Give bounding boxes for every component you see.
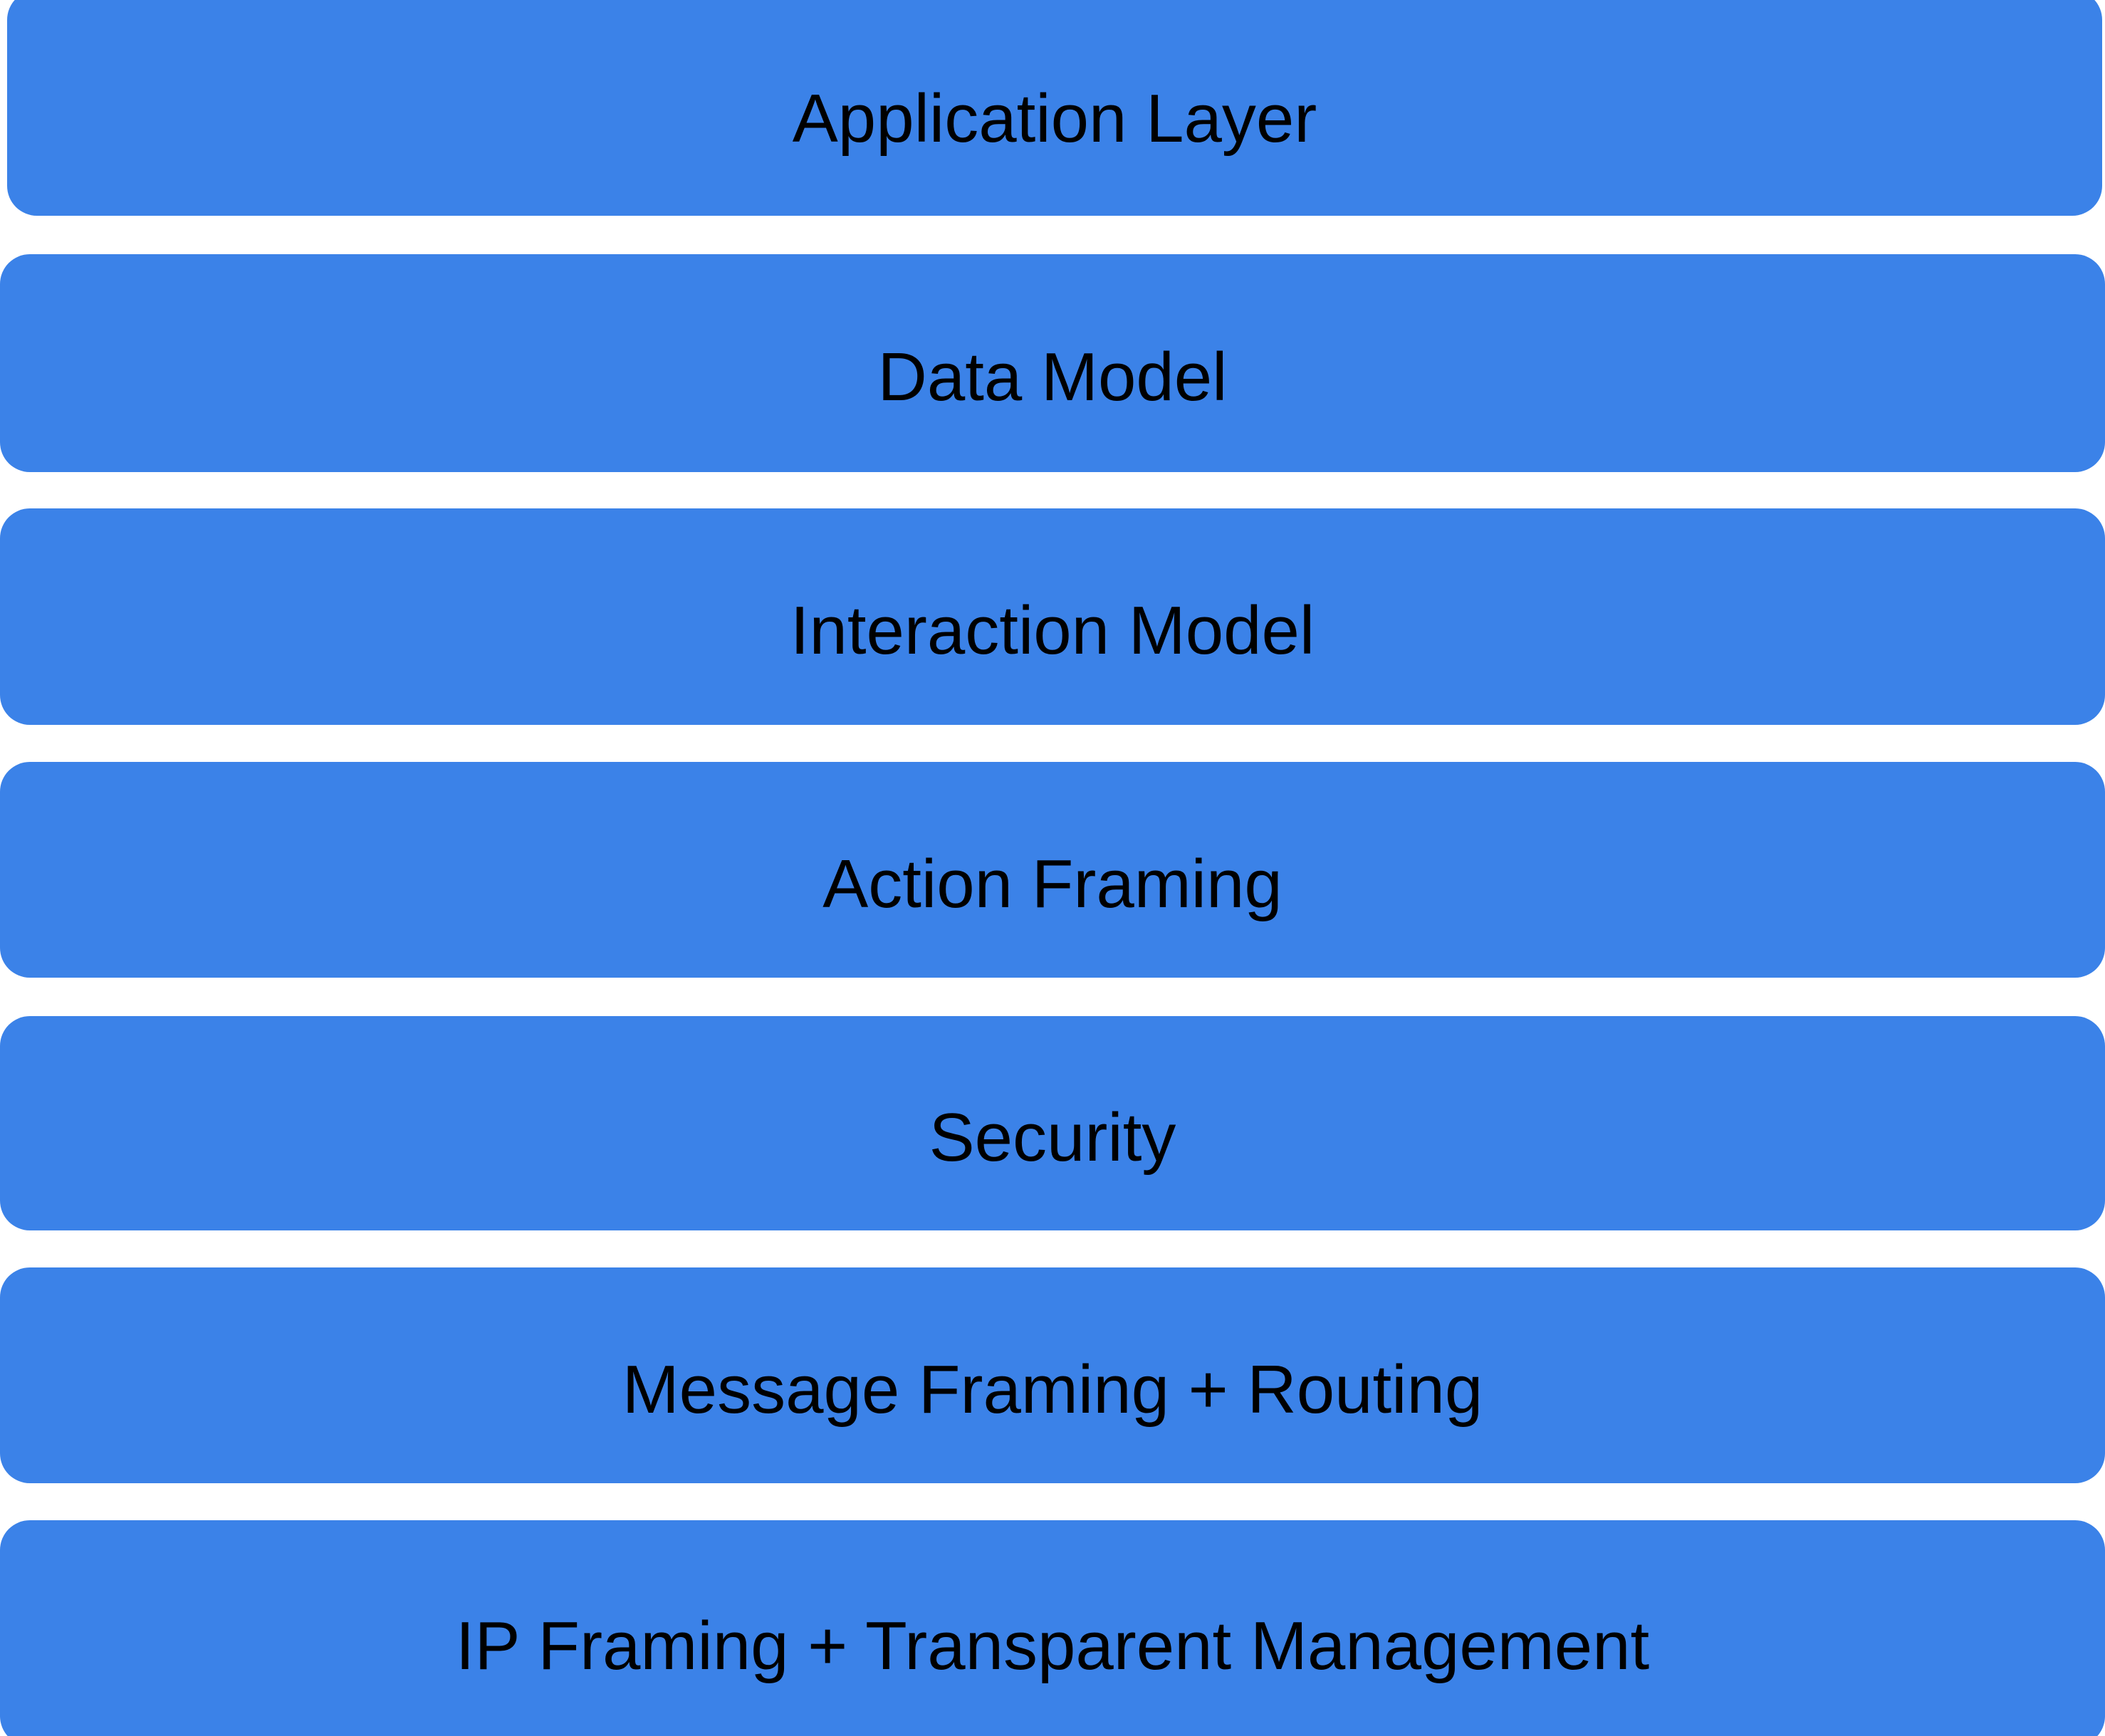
layer-label-ip-framing-transparent-management: IP Framing + Transparent Management	[455, 1607, 1650, 1684]
layer-bar-interaction-model[interactable]: Interaction Model	[0, 508, 2105, 725]
layer-label-security: Security	[929, 1099, 1176, 1176]
layer-bar-security[interactable]: Security	[0, 1016, 2105, 1230]
layer-bar-data-model[interactable]: Data Model	[0, 254, 2105, 472]
layer-label-message-framing-routing: Message Framing + Routing	[622, 1351, 1483, 1428]
layer-label-action-framing: Action Framing	[822, 845, 1283, 922]
layer-bar-action-framing[interactable]: Action Framing	[0, 762, 2105, 978]
layer-label-interaction-model: Interaction Model	[790, 592, 1315, 669]
layer-bar-application-layer[interactable]: Application Layer	[7, 0, 2102, 216]
layer-label-application-layer: Application Layer	[792, 80, 1317, 157]
layer-bar-message-framing-routing[interactable]: Message Framing + Routing	[0, 1267, 2105, 1483]
layer-bar-ip-framing-transparent-management[interactable]: IP Framing + Transparent Management	[0, 1520, 2105, 1736]
layer-label-data-model: Data Model	[877, 339, 1228, 415]
